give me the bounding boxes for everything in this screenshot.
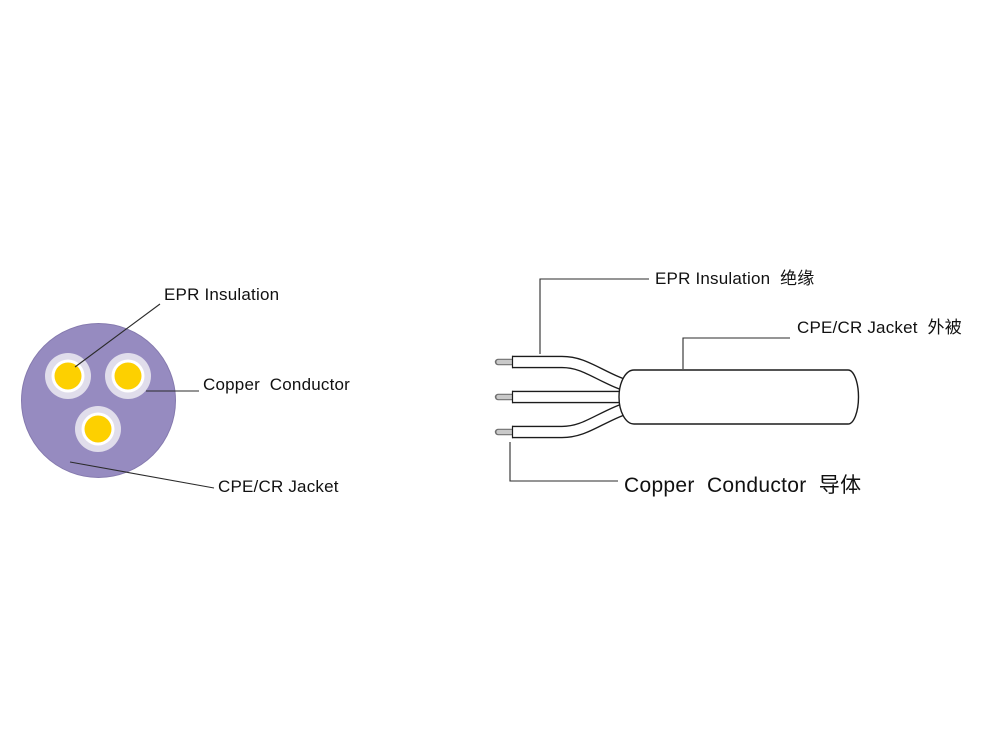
cpe-cr-jacket-leader-line [69,461,215,489]
copper-conductor-leader-line [509,442,618,482]
jacket-circle [21,323,176,478]
cpe-cr-jacket-leader-line [682,337,790,369]
copper-conductor-label-side-view: Copper Conductor 导体 [624,474,862,497]
jacket-cylinder [618,369,860,425]
side-view [494,278,860,482]
conductor-top-right [105,353,151,399]
conductor-bottom [75,406,121,452]
cross-section-view [21,303,215,489]
copper-core [54,362,82,390]
conductor-top-left [45,353,91,399]
epr-insulation-label-side-view: EPR Insulation 绝缘 [655,269,815,288]
copper-core [114,362,142,390]
cpe-cr-jacket-label-side-view: CPE/CR Jacket 外被 [797,318,962,337]
cpe-cr-jacket-label-cross-section: CPE/CR Jacket [218,477,339,496]
copper-conductor-label-cross-section: Copper Conductor [203,375,351,394]
epr-insulation-leader-line [539,278,649,354]
epr-insulation-leader-line [74,303,161,368]
copper-core [84,415,112,443]
epr-insulation-label-cross-section: EPR Insulation [164,285,280,304]
